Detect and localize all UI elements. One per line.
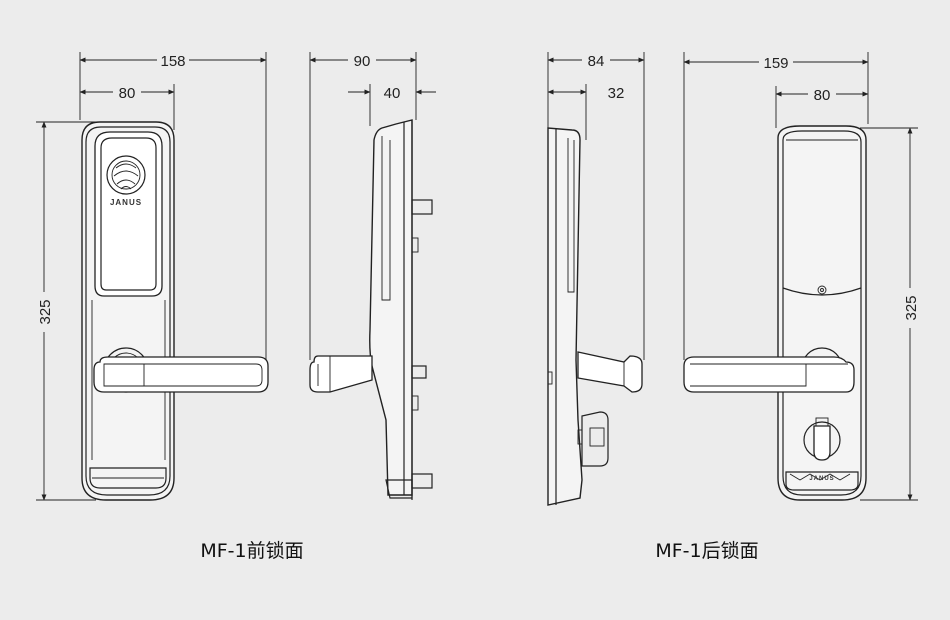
dim-label-32: 32 [608,85,625,102]
back-reset-button-icon [817,285,827,295]
back-handle-grip [690,363,807,387]
dim-mask [582,50,610,68]
side2-panel-edge [567,138,575,293]
dim-label-158: 158 [160,53,185,70]
side2-screw [547,371,553,385]
dim-label-40: 40 [384,85,401,102]
dim-label-90: 90 [354,53,371,70]
back-cover-seam [782,287,862,296]
back-plate-inner [782,130,862,496]
side1-screw-1 [411,237,419,253]
dim-mask [759,52,793,70]
dim-mask [900,288,920,328]
front-view: 158 80 325 JANUS [34,50,269,501]
fingerprint-ring-icon [111,160,141,190]
back-thumb-turn-knob [813,425,831,461]
back-view: 159 80 325 JANUS [683,52,920,501]
back-bottom-pattern [789,473,851,481]
side2-screw-2 [577,429,583,445]
side1-spindle-bottom [411,473,433,489]
front-bottom-strip [89,467,167,489]
back-handle-lever [683,356,855,393]
dim-mask [348,50,376,68]
dim-mask [113,82,141,100]
dim-label-325: 325 [37,299,54,324]
front-brand-logo: JANUS [110,198,142,207]
front-plate-inner [85,126,171,496]
dim-label-back-80: 80 [814,87,831,104]
side2-thumb-key [589,427,605,447]
front-handle-lever [93,356,269,393]
side1-spindle-top [411,199,433,215]
back-reset-dot [820,288,824,292]
side1-screw-2 [411,395,419,411]
back-plate [777,125,867,501]
dim-label-back-325: 325 [903,295,920,320]
dim-label-159: 159 [763,55,788,72]
side2-body [547,127,583,506]
front-caption: MF-1前锁面 [200,540,303,562]
back-caption: MF-1后锁面 [655,540,758,562]
fingerprint-sensor-icon [106,155,146,195]
side2-handle [577,351,643,393]
dim-mask [34,292,54,332]
back-brand-logo: JANUS [809,476,834,482]
fingerprint-pattern-icon [113,163,139,190]
front-panel-inner [100,137,157,291]
dim-label-84: 84 [588,53,605,70]
side1-handle [309,355,373,393]
back-thumb-turn-tip [815,417,829,427]
side-view-back: 84 32 [547,50,645,506]
dim-label-80: 80 [119,85,136,102]
dim-mask [808,84,836,102]
back-bottom-strip [785,471,859,491]
side1-panel-edge [381,136,391,301]
side2-thumb-turn [581,411,609,467]
side1-body [369,119,413,496]
side-view-front: 90 40 [309,50,436,500]
dim-mask [157,50,189,68]
side1-foot [385,479,413,499]
front-handle-grip [144,363,263,387]
side1-spindle-mid [411,365,427,379]
